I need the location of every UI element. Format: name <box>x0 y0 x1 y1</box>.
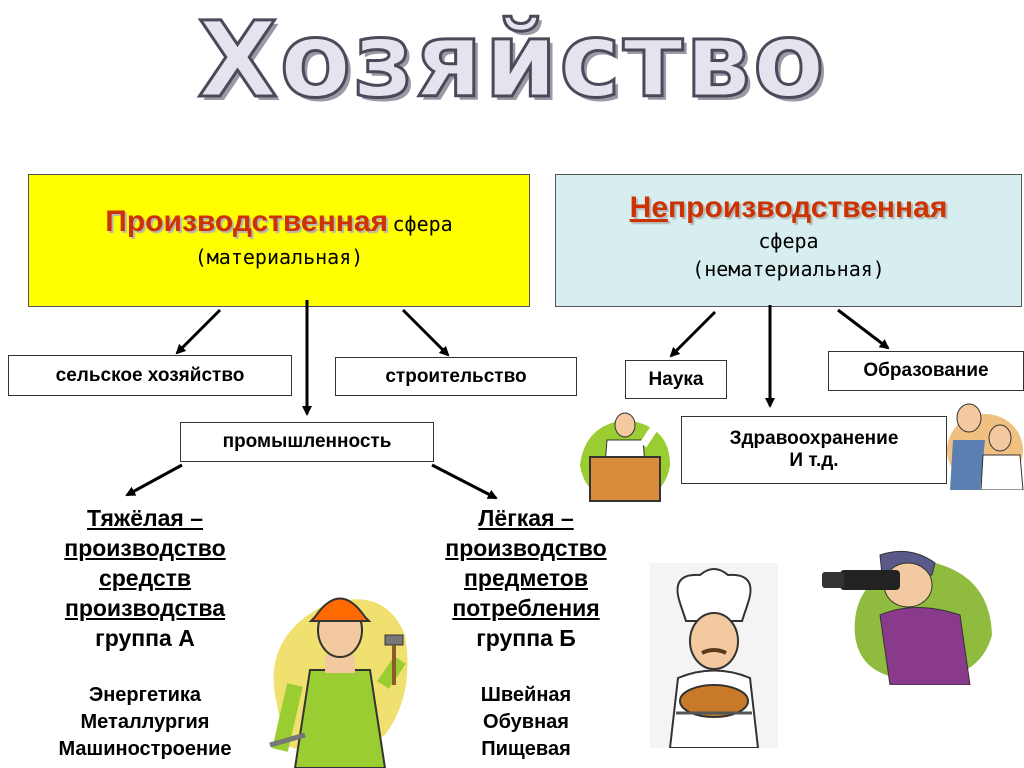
light-line4: потребления <box>452 595 600 621</box>
light-branch-item: Обувная <box>483 711 569 733</box>
productive-sphere-title: Производственная <box>105 205 389 238</box>
science-box: Наука <box>625 360 727 399</box>
chef-illustration <box>650 563 778 748</box>
photographer-illustration <box>822 550 992 685</box>
worker-illustration <box>269 597 408 768</box>
health-label: Здравоохранение <box>729 428 899 449</box>
heavy-line4: производства <box>64 595 226 621</box>
heavy-branch-item: Энергетика <box>88 684 202 706</box>
heavy-line1: Тяжёлая – <box>87 505 203 531</box>
heavy-branches: Энергетика Металлургия Машиностроение <box>22 682 268 763</box>
productive-sphere-subtitle: (материальная) <box>194 245 364 269</box>
health-etc-label: И т.д. <box>789 450 839 471</box>
speaker-illustration <box>580 412 670 502</box>
light-line3: предметов <box>464 565 588 591</box>
heavy-branch-item: Машиностроение <box>58 738 232 760</box>
productive-sphere-box: Производственная сфера (материальная) <box>28 174 530 307</box>
light-branch-item: Пищевая <box>481 738 571 760</box>
light-line1: Лёгкая – <box>478 505 574 531</box>
industry-box: промышленность <box>180 422 434 462</box>
health-box: Здравоохранение И т.д. <box>681 416 947 484</box>
arrow-to-agriculture <box>175 308 222 355</box>
productive-sphere-word: сфера <box>392 212 453 236</box>
heavy-line2: производство <box>64 535 226 561</box>
light-line5: группа Б <box>476 625 576 651</box>
nonproductive-sphere-subtitle: (нематериальная) <box>692 257 885 281</box>
nonproductive-sphere-word: сфера <box>758 229 819 253</box>
light-branches: Швейная Обувная Пищевая <box>413 682 639 763</box>
nonproductive-sphere-box: Непроизводственная сфера (нематериальная… <box>555 174 1022 307</box>
nonproductive-sphere-prefix: Не <box>629 191 669 224</box>
arrow-to-light <box>431 463 498 500</box>
arrow-to-education <box>837 308 890 350</box>
agriculture-box: сельское хозяйство <box>8 355 292 396</box>
light-branch-item: Швейная <box>480 684 572 706</box>
light-line2: производство <box>445 535 607 561</box>
heavy-industry-group: Тяжёлая – производство средств производс… <box>22 503 268 653</box>
construction-box: строительство <box>335 357 577 396</box>
education-box: Образование <box>828 351 1024 391</box>
heavy-line5: группа А <box>95 625 195 651</box>
arrow-to-science <box>669 310 717 358</box>
nonproductive-sphere-title: производственная <box>668 191 948 224</box>
light-industry-group: Лёгкая – производство предметов потребле… <box>413 503 639 653</box>
heavy-branch-item: Металлургия <box>80 711 210 733</box>
page-title: Хозяйство <box>196 0 827 122</box>
heavy-line3: средств <box>98 565 192 591</box>
arrow-to-heavy <box>125 463 183 497</box>
barber-illustration <box>947 403 1024 490</box>
arrow-to-construction <box>401 308 450 357</box>
